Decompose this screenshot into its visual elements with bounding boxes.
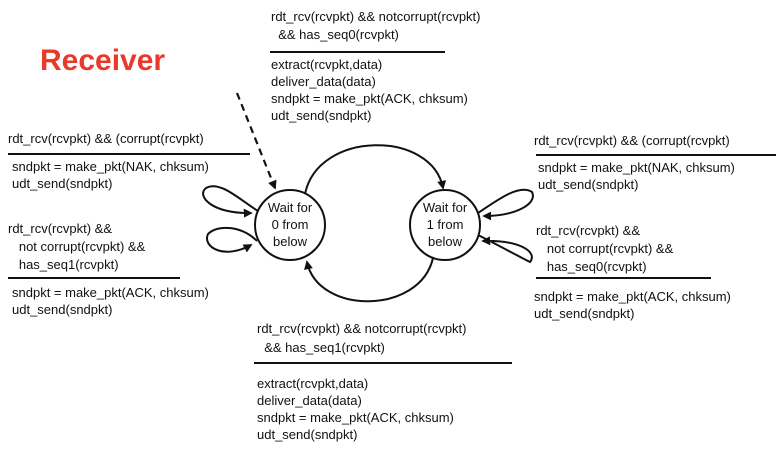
- self-loop-right-upper: [477, 188, 534, 221]
- state-wait-1: [409, 189, 481, 261]
- state-wait-0: [254, 189, 326, 261]
- top-action-line: extract(rcvpkt,data): [271, 57, 383, 72]
- bottom-action-line: extract(rcvpkt,data): [257, 376, 369, 391]
- top-action-line: deliver_data(data): [271, 74, 376, 89]
- left-seq1-event: rdt_rcv(rcvpkt) &&: [8, 221, 113, 236]
- self-loop-left-lower: [206, 226, 258, 253]
- state-wait-0-line: below: [273, 234, 307, 249]
- left-seq1-event: has_seq1(rcvpkt): [8, 257, 119, 272]
- right-seq0-action: udt_send(sndpkt): [534, 306, 635, 321]
- top-action-line: sndpkt = make_pkt(ACK, chksum): [271, 91, 468, 106]
- top-event-line: && has_seq0(rcvpkt): [271, 27, 399, 42]
- bottom-event-line: && has_seq1(rcvpkt): [257, 340, 385, 355]
- state-wait-1-label: Wait for 1 from below: [414, 199, 476, 250]
- left-seq1-action: sndpkt = make_pkt(ACK, chksum): [12, 285, 209, 300]
- left-seq1-action: udt_send(sndpkt): [12, 302, 113, 317]
- left-corrupt-action: udt_send(sndpkt): [12, 176, 113, 191]
- state-wait-1-line: 1 from: [426, 217, 464, 232]
- initial-state-arrow: [235, 92, 277, 190]
- right-seq0-divider: [536, 277, 711, 279]
- diagram-title: Receiver: [40, 44, 166, 77]
- self-loop-right-lower: [477, 234, 533, 264]
- bottom-action-line: deliver_data(data): [257, 393, 362, 408]
- top-event-line: rdt_rcv(rcvpkt) && notcorrupt(rcvpkt): [271, 9, 481, 24]
- right-seq0-event: not corrupt(rcvpkt) &&: [536, 241, 674, 256]
- left-corrupt-event: rdt_rcv(rcvpkt) && (corrupt(rcvpkt): [8, 131, 204, 146]
- bottom-divider: [254, 362, 512, 364]
- right-corrupt-event: rdt_rcv(rcvpkt) && (corrupt(rcvpkt): [534, 133, 730, 148]
- right-seq0-event: has_seq0(rcvpkt): [536, 259, 647, 274]
- left-seq1-divider: [8, 277, 180, 279]
- bottom-action-line: sndpkt = make_pkt(ACK, chksum): [257, 410, 454, 425]
- left-corrupt-action: sndpkt = make_pkt(NAK, chksum): [12, 159, 209, 174]
- state-wait-0-label: Wait for 0 from below: [259, 199, 321, 250]
- right-corrupt-action: sndpkt = make_pkt(NAK, chksum): [538, 160, 735, 175]
- arc-bottom-1-to-0: [304, 257, 434, 303]
- left-seq1-event: not corrupt(rcvpkt) &&: [8, 239, 146, 254]
- self-loop-left-upper: [202, 185, 259, 218]
- right-seq0-event: rdt_rcv(rcvpkt) &&: [536, 223, 641, 238]
- top-action-line: udt_send(sndpkt): [271, 108, 372, 123]
- top-divider: [270, 51, 445, 53]
- state-wait-1-line: Wait for: [422, 200, 468, 215]
- left-corrupt-divider: [8, 153, 250, 155]
- state-wait-1-line: below: [428, 234, 462, 249]
- right-seq0-action: sndpkt = make_pkt(ACK, chksum): [534, 289, 731, 304]
- right-corrupt-action: udt_send(sndpkt): [538, 177, 639, 192]
- right-corrupt-divider: [536, 154, 776, 156]
- bottom-action-line: udt_send(sndpkt): [257, 427, 358, 442]
- state-wait-0-line: Wait for: [267, 200, 313, 215]
- arc-top-0-to-1: [304, 144, 447, 195]
- bottom-event-line: rdt_rcv(rcvpkt) && notcorrupt(rcvpkt): [257, 321, 467, 336]
- state-wait-0-line: 0 from: [271, 217, 309, 232]
